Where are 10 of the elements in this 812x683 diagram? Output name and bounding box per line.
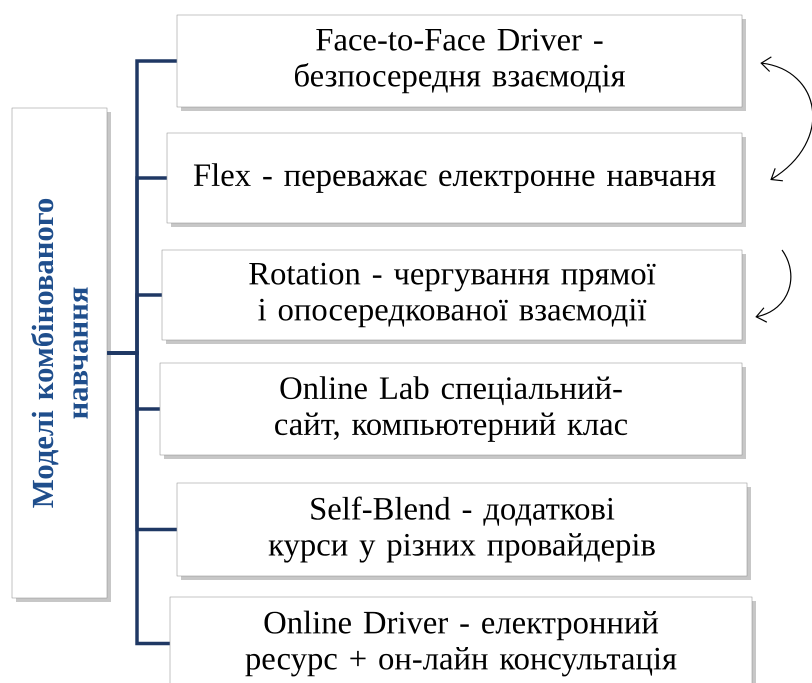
- model-box: Flex - переважає електронне навчаня: [166, 132, 746, 227]
- model-box: Face-to-Face Driver - безпосередня взаємодія: [176, 14, 746, 111]
- curved-arrow: [755, 250, 792, 323]
- model-box: Online Lab спеціальний- сайт, компьютерний клас: [160, 362, 746, 459]
- model-box: Online Driver - електронний ресурс + он-лайн консультація: [170, 596, 756, 683]
- category-box: Моделі комбінованого навчання: [12, 108, 111, 602]
- model-box: Rotation - чергування прямої і опосередкованої взаємодії: [162, 250, 746, 344]
- connector-line: [107, 351, 170, 646]
- curved-arrow: [760, 56, 812, 182]
- model-box: Self-Blend - додаткові курси у різних провайдерів: [176, 482, 751, 580]
